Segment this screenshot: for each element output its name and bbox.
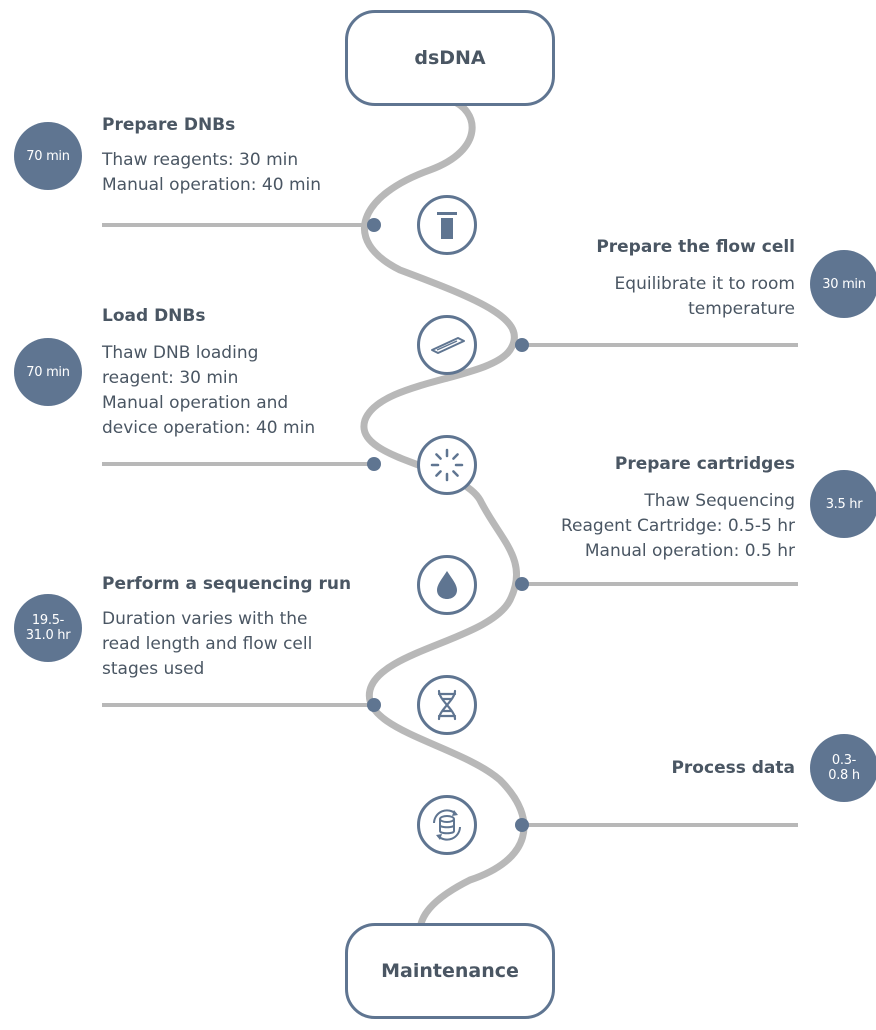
dna-icon	[437, 689, 457, 721]
step-5-desc-line-2: read length and flow cell	[102, 634, 313, 654]
end-node: Maintenance	[345, 923, 555, 1019]
step-4-desc-line-2: Reagent Cartridge: 0.5-5 hr	[561, 516, 795, 536]
connector-dot-2	[515, 338, 529, 352]
connector-dot-5	[367, 698, 381, 712]
step-1-icon-circle	[417, 195, 477, 255]
step-1-title: Prepare DNBs	[102, 115, 236, 135]
step-3-description: Thaw DNB loading reagent: 30 min Manual …	[102, 341, 315, 441]
step-4-duration-badge: 3.5 hr	[810, 470, 876, 538]
step-4-title: Prepare cartridges	[614, 454, 795, 474]
step-2-desc-line-2: temperature	[688, 299, 795, 319]
step-2-description: Equilibrate it to room temperature	[615, 272, 795, 322]
loading-spinner-icon	[430, 448, 464, 482]
step-2-desc-line-1: Equilibrate it to room	[614, 274, 795, 294]
step-4-description: Thaw Sequencing Reagent Cartridge: 0.5-5…	[561, 489, 795, 564]
step-1-duration-badge: 70 min	[14, 122, 82, 190]
step-6-badge-line-1: 0.3-	[831, 753, 857, 768]
step-6-title: Process data	[671, 758, 795, 778]
step-3-desc-line-3: Manual operation and	[102, 393, 289, 413]
step-1-badge-line-1: 70 min	[26, 148, 70, 164]
connector-dot-3	[367, 457, 381, 471]
database-sync-icon	[433, 809, 461, 841]
step-2-badge-line-1: 30 min	[822, 276, 866, 292]
step-3-duration-badge: 70 min	[14, 338, 82, 406]
tube-icon	[437, 212, 457, 239]
step-5-description: Duration varies with the read length and…	[102, 607, 312, 682]
step-3-badge-line-1: 70 min	[26, 364, 70, 380]
step-5-duration-badge: 19.5- 31.0 hr	[14, 594, 82, 662]
connector-dots	[367, 218, 529, 832]
end-node-label: Maintenance	[381, 960, 519, 982]
step-5-title: Perform a sequencing run	[102, 574, 352, 594]
droplet-icon	[437, 571, 457, 599]
step-5-badge-line-1: 19.5-	[31, 613, 65, 628]
step-5-desc-line-3: stages used	[102, 659, 205, 679]
start-node-label: dsDNA	[414, 47, 486, 69]
workflow-path	[360, 96, 528, 954]
step-5-badge-line-2: 31.0 hr	[25, 628, 71, 643]
step-4-desc-line-3: Manual operation: 0.5 hr	[584, 541, 795, 561]
step-3-title: Load DNBs	[102, 306, 206, 326]
step-3-desc-line-4: device operation: 40 min	[102, 418, 316, 438]
connector-lines	[102, 223, 798, 827]
step-5-desc-line-1: Duration varies with the	[102, 609, 308, 629]
step-2-icon-circle	[417, 315, 477, 375]
step-2-title: Prepare the flow cell	[596, 237, 795, 257]
step-3-desc-line-2: reagent: 30 min	[102, 368, 239, 388]
start-node: dsDNA	[345, 10, 555, 106]
connector-dot-1	[367, 218, 381, 232]
step-1-description: Thaw reagents: 30 min Manual operation: …	[102, 148, 321, 198]
step-4-desc-line-1: Thaw Sequencing	[644, 491, 795, 511]
connector-dot-6	[515, 818, 529, 832]
step-1-desc-line-2: Manual operation: 40 min	[102, 175, 322, 195]
step-2-duration-badge: 30 min	[810, 250, 876, 318]
step-6-icon-circle	[417, 795, 477, 855]
flow-cell-icon	[431, 337, 465, 354]
step-4-badge-line-1: 3.5 hr	[825, 496, 863, 512]
step-4-icon-circle	[417, 555, 477, 615]
step-3-desc-line-1: Thaw DNB loading	[102, 343, 259, 363]
step-5-icon-circle	[417, 675, 477, 735]
step-6-duration-badge: 0.3- 0.8 h	[810, 734, 876, 802]
step-3-icon-circle	[417, 435, 477, 495]
connector-dot-4	[515, 577, 529, 591]
step-6-badge-line-2: 0.8 h	[828, 768, 860, 783]
step-1-desc-line-1: Thaw reagents: 30 min	[102, 150, 299, 170]
